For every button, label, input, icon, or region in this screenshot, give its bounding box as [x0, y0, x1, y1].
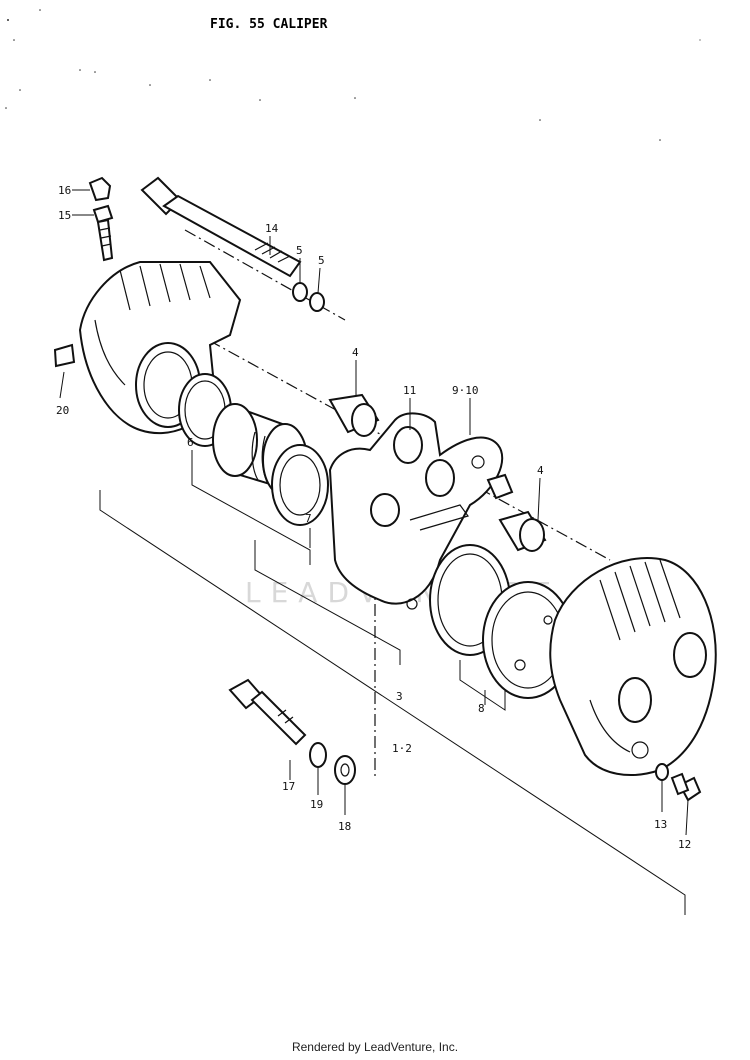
sleeve-lower: [498, 510, 547, 552]
kit-bracket-piston: [191, 470, 311, 565]
callout-14: 14: [265, 222, 279, 235]
callout-9-10: 9·10: [452, 384, 479, 397]
callout-12: 12: [678, 838, 691, 851]
lock-washer: [309, 742, 327, 768]
callout-18: 18: [338, 820, 351, 833]
callout-20: 20: [56, 404, 69, 417]
callout-15: 15: [58, 209, 71, 222]
bolt-axis: [184, 229, 346, 321]
kit-bracket-seal: [254, 540, 401, 665]
callout-17: 17: [282, 780, 295, 793]
brake-pad-outer: [482, 581, 574, 699]
callout-4a: 4: [352, 346, 359, 359]
kit-bracket-main: [99, 490, 686, 915]
small-washer: [655, 763, 669, 781]
leader-lines: [59, 189, 689, 836]
callout-7: 7: [305, 512, 312, 525]
callout-16: 16: [58, 184, 71, 197]
callout-4b: 4: [537, 464, 544, 477]
bleeder-cap: [88, 176, 112, 202]
washer-hole: [340, 763, 350, 777]
callout-13: 13: [654, 818, 667, 831]
callout-1-2: 1·2: [392, 742, 412, 755]
scan-noise: [5, 9, 701, 141]
caliper-outer-body: [549, 557, 717, 776]
dust-boot: [271, 444, 329, 526]
callout-8: 8: [478, 702, 485, 715]
figure-title: FIG. 55 CALIPER: [210, 17, 328, 32]
callout-6: 6: [187, 436, 194, 449]
washer: [334, 755, 356, 785]
callout-11: 11: [403, 384, 416, 397]
axle-bolt: [140, 176, 302, 278]
callout-5a: 5: [296, 244, 303, 257]
dust-boot-inner: [279, 454, 321, 516]
kit-bracket-pads: [459, 660, 506, 711]
sleeve-upper: [328, 393, 380, 437]
callout-5b: 5: [318, 254, 325, 267]
pad-spring-small: [486, 473, 514, 500]
o-ring-5a: [292, 282, 308, 302]
mounting-bolt: [228, 678, 307, 746]
caliper-holder: [328, 412, 504, 610]
o-ring-5b: [309, 292, 325, 312]
footer-credit: Rendered by LeadVenture, Inc.: [291, 1040, 459, 1054]
callout-19: 19: [310, 798, 323, 811]
bleeder-valve: [92, 204, 114, 262]
small-screw: [670, 772, 702, 802]
callout-3: 3: [396, 690, 403, 703]
